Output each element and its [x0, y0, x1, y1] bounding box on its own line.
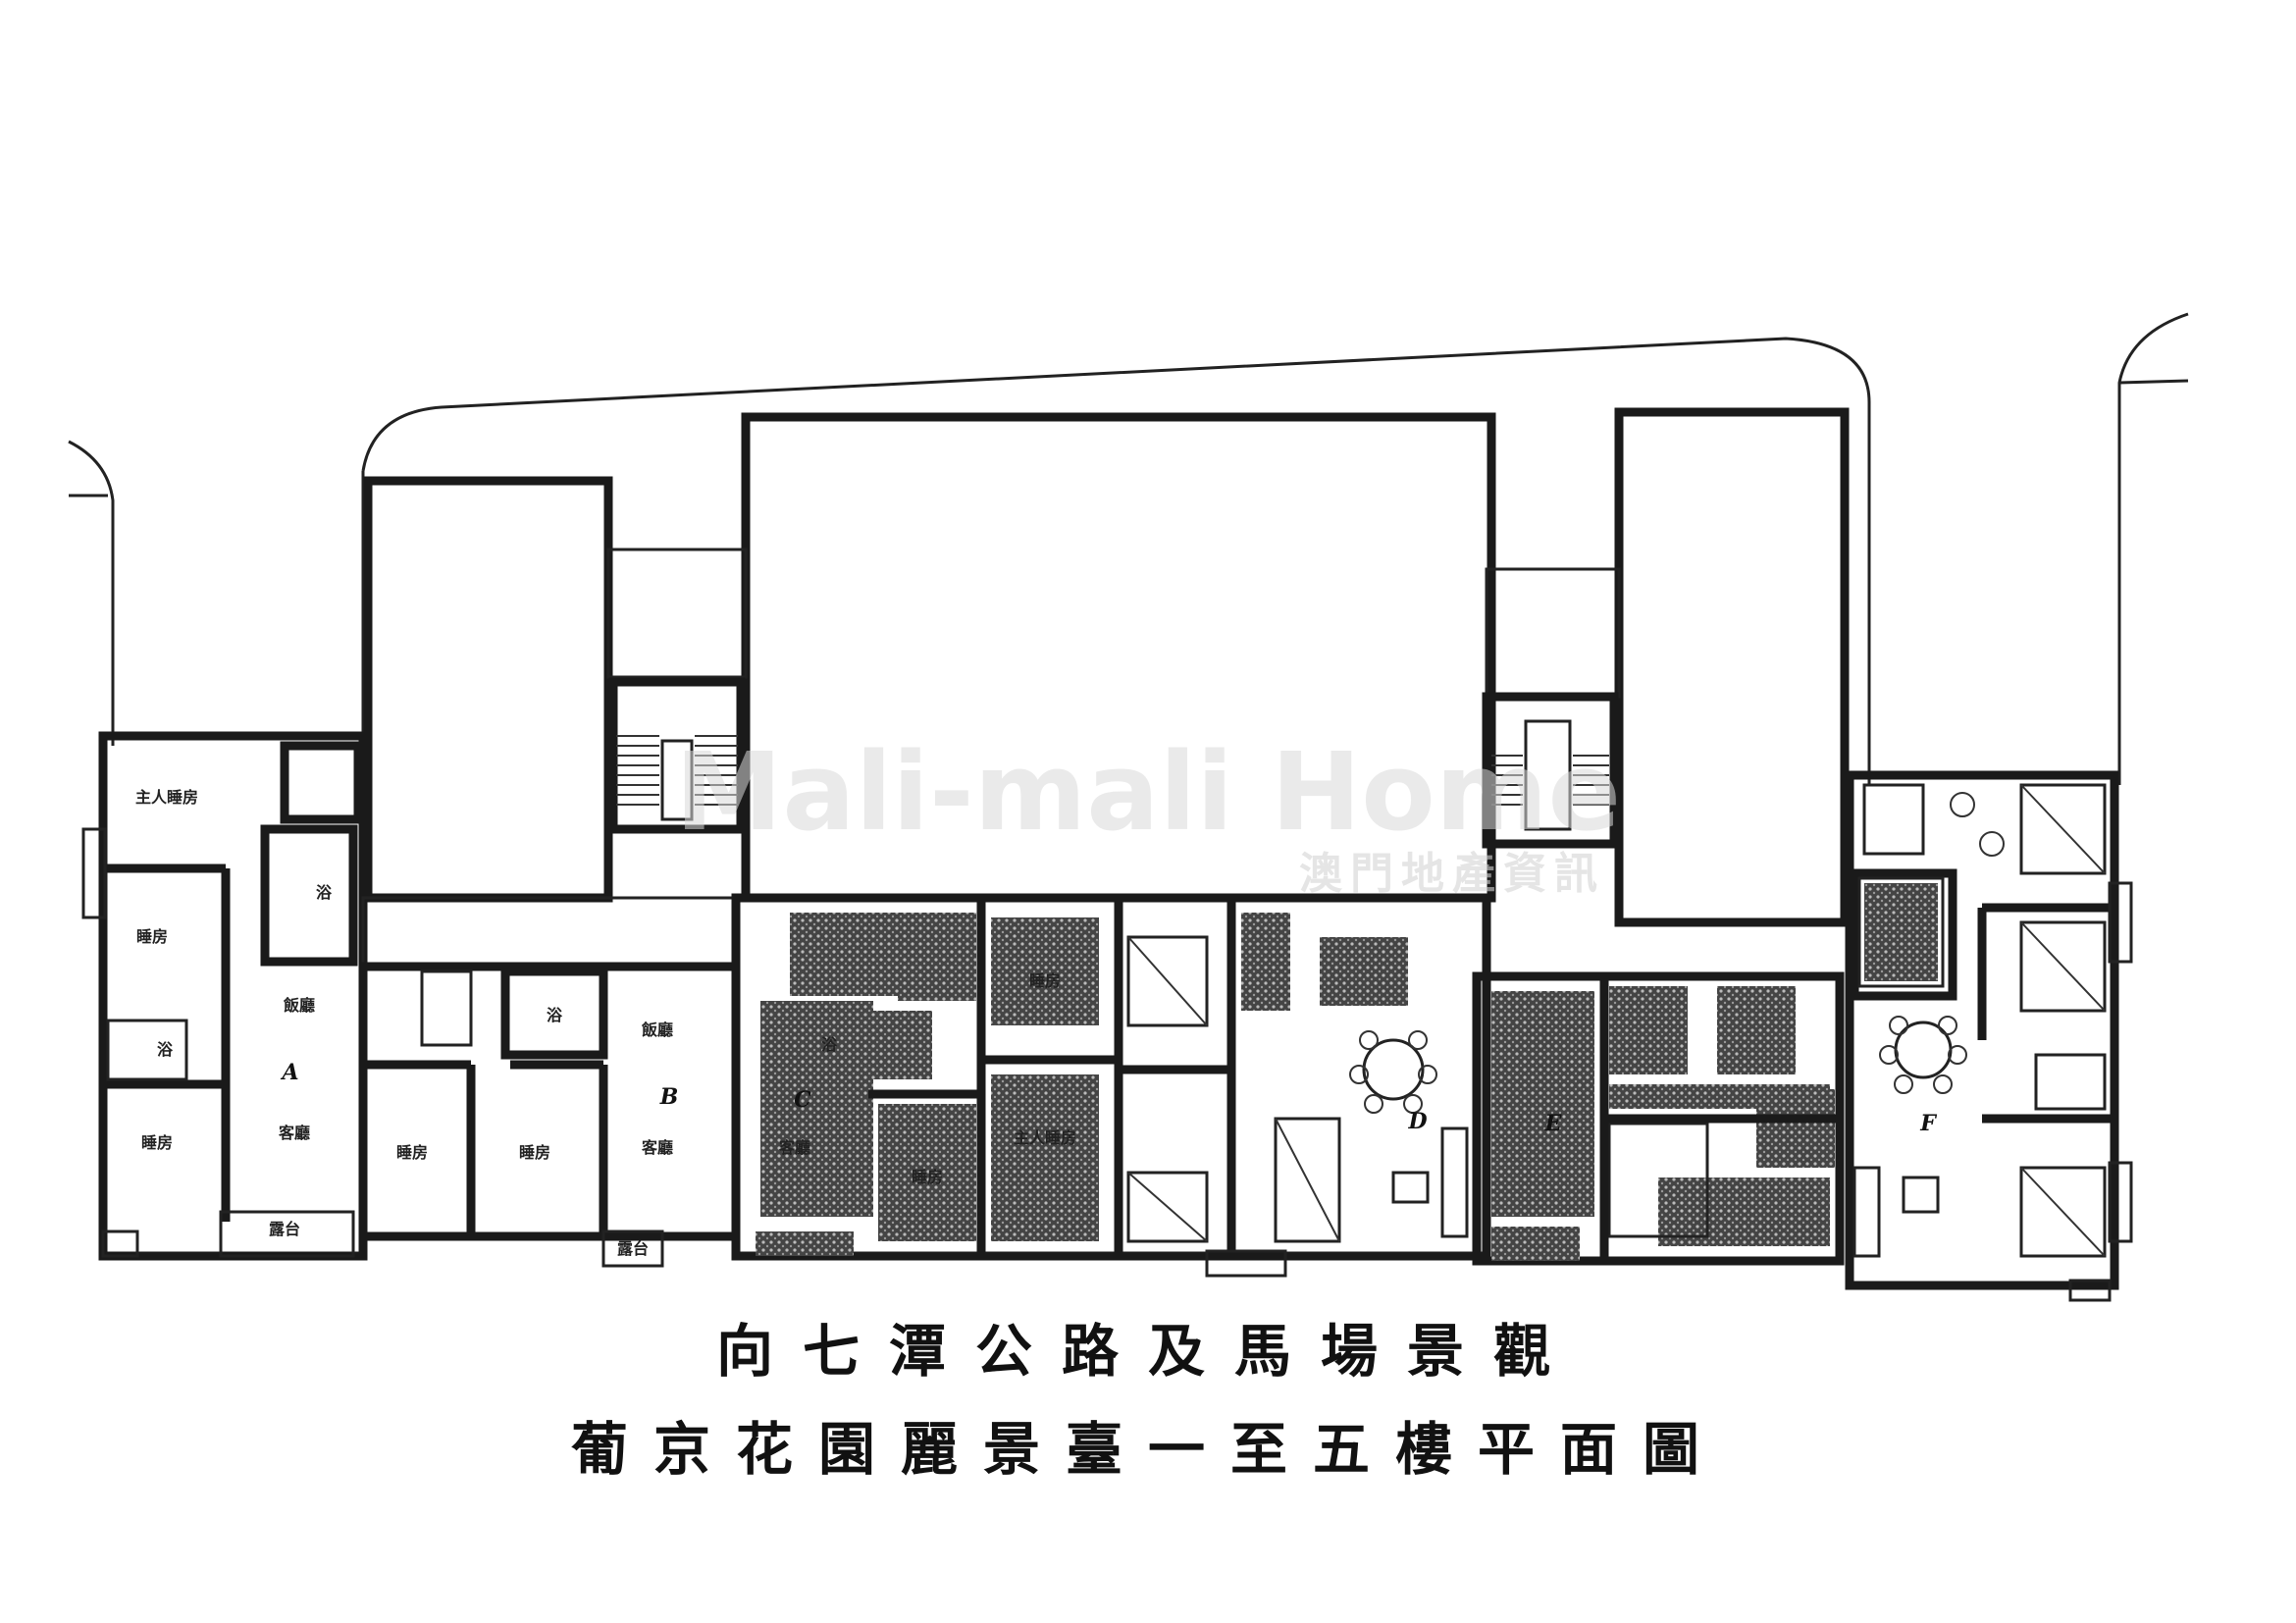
- unit-d-plan: [1114, 893, 1491, 1278]
- corridor: [361, 896, 738, 969]
- unit-b-plan: 睡房 睡房 飯廳 客廳 露台 浴: [358, 962, 741, 1268]
- unit-c-plan: 浴 客廳 睡房 主人睡房 睡房: [731, 893, 1123, 1261]
- unit-d-label: D: [1407, 1109, 1427, 1134]
- svg-text:飯廳: 飯廳: [283, 996, 315, 1015]
- stair-core-right: [1482, 692, 1619, 849]
- svg-text:睡房: 睡房: [1029, 971, 1061, 990]
- svg-text:睡房: 睡房: [912, 1168, 943, 1186]
- view-caption: 向七潭公路及馬場景觀: [715, 1318, 1580, 1385]
- svg-text:浴: 浴: [316, 883, 333, 902]
- svg-text:客廳: 客廳: [642, 1138, 673, 1157]
- svg-text:客廳: 客廳: [779, 1138, 810, 1157]
- watermark-text-zh: 澳門地產資訊: [1299, 849, 1605, 899]
- svg-text:浴: 浴: [157, 1040, 174, 1059]
- unit-b-label: B: [659, 1084, 679, 1110]
- svg-text:客廳: 客廳: [279, 1124, 310, 1142]
- svg-text:睡房: 睡房: [519, 1143, 550, 1162]
- svg-text:睡房: 睡房: [136, 927, 168, 946]
- unit-c-label: C: [794, 1087, 811, 1113]
- svg-text:睡房: 睡房: [396, 1143, 428, 1162]
- plan-title: 葡京花園麗景臺一至五樓平面圖: [570, 1416, 1725, 1483]
- unit-e-label: E: [1544, 1111, 1563, 1136]
- unit-f-plan: [1845, 770, 2133, 1302]
- svg-text:主人睡房: 主人睡房: [1014, 1128, 1076, 1147]
- unit-a-plan: 主人睡房 睡房 睡房 浴 飯廳 客廳 露台 浴: [81, 731, 368, 1261]
- stair-core-left: [608, 677, 746, 834]
- unit-f-label: F: [1919, 1111, 1937, 1136]
- svg-text:睡房: 睡房: [141, 1133, 173, 1152]
- svg-text:露台: 露台: [617, 1239, 649, 1258]
- svg-text:露台: 露台: [269, 1220, 300, 1238]
- unit-a-label: A: [280, 1060, 298, 1085]
- svg-text:浴: 浴: [821, 1035, 838, 1054]
- watermark-text-en: Mali-mali Home: [675, 729, 1621, 855]
- unit-e-plan: [1472, 971, 1845, 1266]
- svg-text:飯廳: 飯廳: [641, 1021, 673, 1039]
- svg-text:主人睡房: 主人睡房: [135, 788, 198, 807]
- svg-text:浴: 浴: [547, 1006, 563, 1024]
